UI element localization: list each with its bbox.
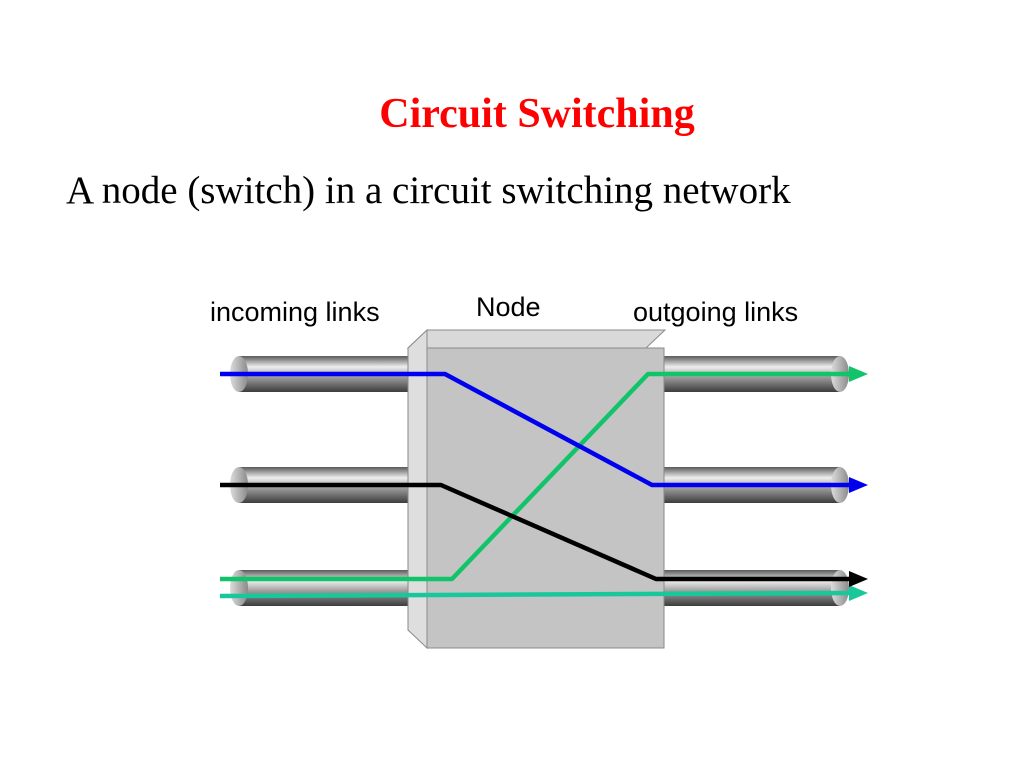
blue-circuit-path <box>220 371 850 488</box>
incoming-links-label: incoming links <box>210 297 380 327</box>
slide-title: Circuit Switching <box>379 91 695 137</box>
blue-arrowhead <box>849 477 868 493</box>
outgoing-links-label: outgoing links <box>633 297 799 327</box>
outgoing-link-pipe <box>660 570 849 606</box>
teal-arrowhead <box>849 585 868 601</box>
incoming-links <box>230 356 419 606</box>
black-arrowhead <box>849 571 868 587</box>
green-circuit-path <box>220 371 850 582</box>
node-label: Node <box>476 292 541 322</box>
black-circuit-path <box>220 482 850 582</box>
slide-subtitle: A node (switch) in a circuit switching n… <box>66 169 791 212</box>
circuit-paths <box>219 366 868 601</box>
green-arrowhead <box>849 366 868 382</box>
incoming-link-pipe <box>230 570 419 606</box>
teal-circuit-path <box>219 590 851 599</box>
outgoing-links <box>660 356 849 606</box>
